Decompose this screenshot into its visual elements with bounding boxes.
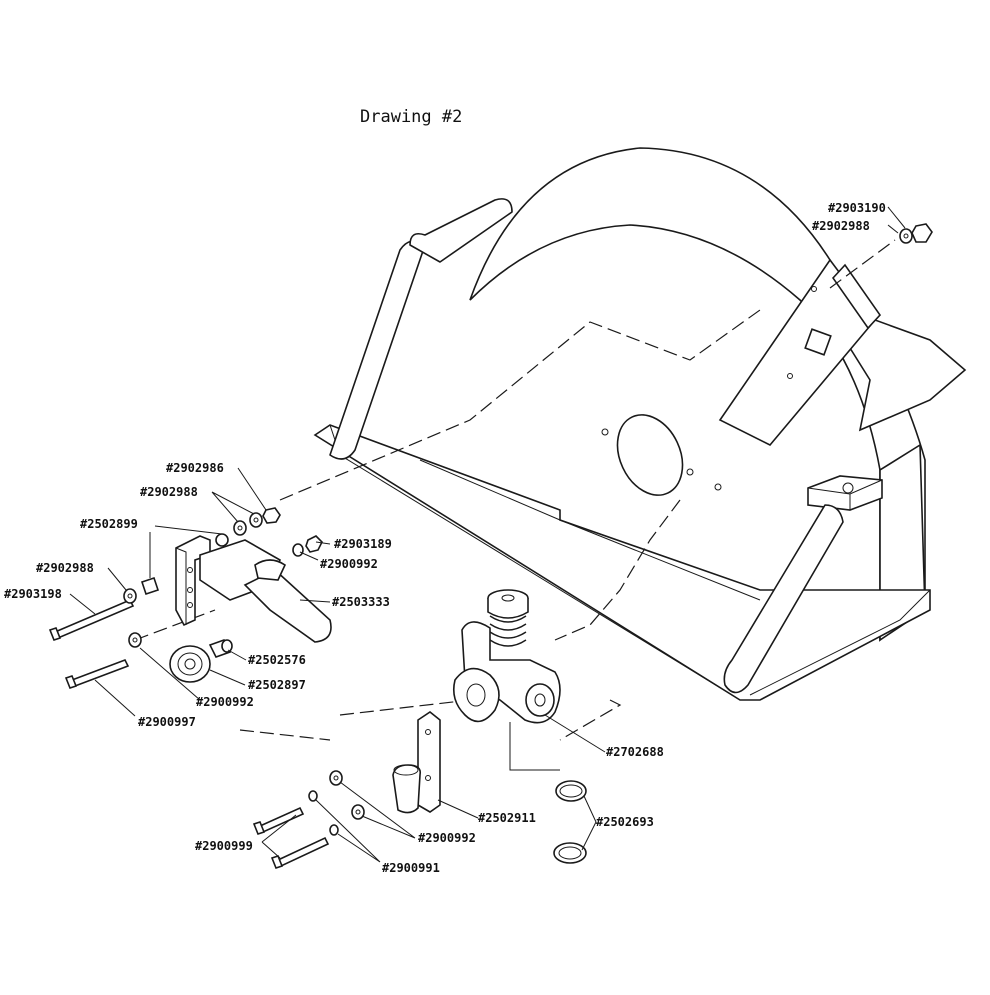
callout-2503333: #2503333 [332, 595, 390, 609]
callout-2900997: #2900997 [138, 715, 196, 729]
callout-2902988-mid: #2902988 [140, 485, 198, 499]
top-right-hardware [899, 223, 933, 244]
handle-tubes [329, 198, 844, 694]
assembly-lines [134, 239, 896, 741]
callout-2502576: #2502576 [248, 653, 306, 667]
callout-2900992-a: #2900992 [320, 557, 378, 571]
drawing-title: Drawing #2 [360, 107, 462, 127]
callout-2900999: #2900999 [195, 839, 253, 853]
callout-2702688: #2702688 [606, 745, 664, 759]
callout-2903190: #2903190 [828, 201, 886, 215]
callout-2903189: #2903189 [334, 537, 392, 551]
callout-2903198: #2903198 [4, 587, 62, 601]
left-handle-assembly [48, 507, 332, 689]
callout-2900992-c: #2900992 [418, 831, 476, 845]
callout-2900991: #2900991 [382, 861, 440, 875]
callout-2900992-b: #2900992 [196, 695, 254, 709]
callout-2502693: #2502693 [596, 815, 654, 829]
callout-2502899: #2502899 [80, 517, 138, 531]
callout-2502897: #2502897 [248, 678, 306, 692]
leader-lines [69, 206, 906, 863]
callout-2902988-left: #2902988 [36, 561, 94, 575]
callout-2902986: #2902986 [166, 461, 224, 475]
callout-2502911: #2502911 [478, 811, 536, 825]
part-callouts: #2903190 #2902988 #2902986 #2902988 #250… [4, 201, 886, 875]
spring-valve-assembly [252, 589, 587, 869]
callout-2902988-top: #2902988 [812, 219, 870, 233]
